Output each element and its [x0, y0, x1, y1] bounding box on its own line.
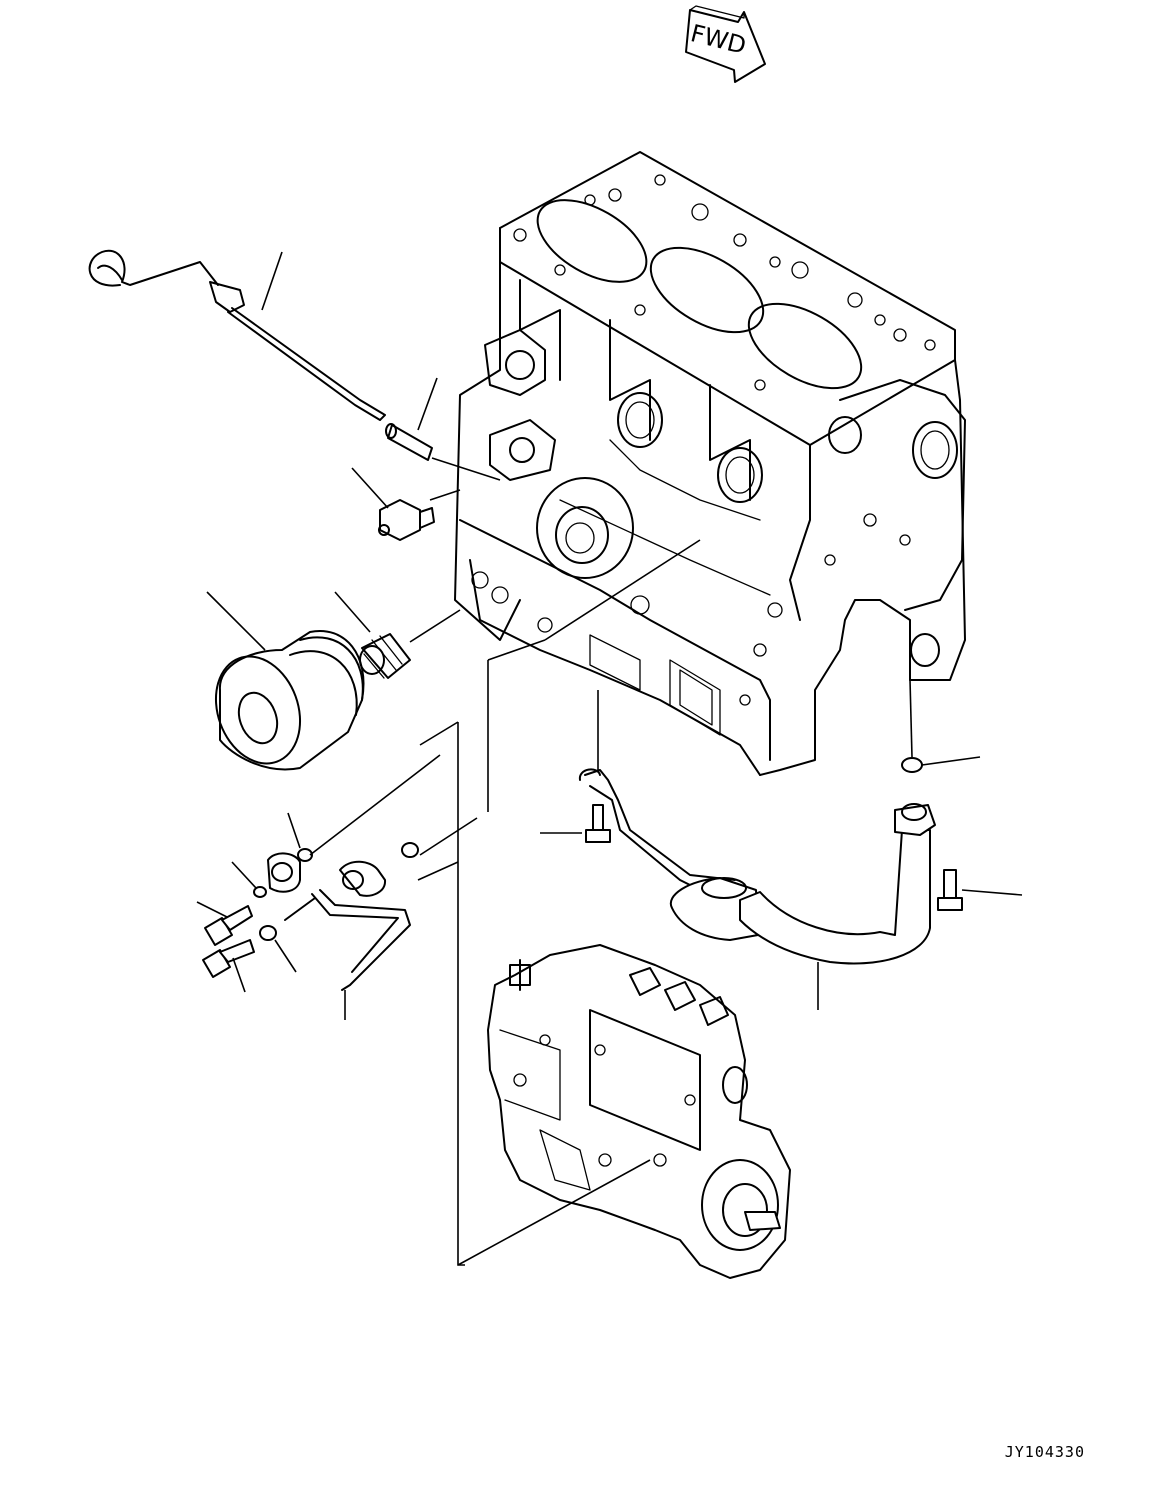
cylinder-block — [454, 151, 966, 776]
oil-pressure-switch — [378, 499, 435, 541]
dipstick — [88, 249, 386, 421]
lube-tube — [267, 852, 411, 991]
gasket-washer — [253, 842, 419, 941]
flange-bolt-left — [585, 804, 611, 843]
filter-connector — [359, 633, 411, 679]
fuel-injection-pump — [487, 944, 791, 1279]
leader-lines — [196, 251, 1023, 1266]
o-ring — [901, 757, 923, 773]
oil-filter — [214, 629, 365, 771]
dipstick-guide — [385, 423, 433, 461]
flange-bolt-right — [937, 869, 963, 911]
fwd-arrow: FWD — [685, 5, 766, 83]
eye-bolt-lower — [202, 939, 255, 978]
eye-bolt-upper — [204, 905, 253, 946]
oil-strainer — [578, 768, 936, 965]
drawing-code: JY104330 — [1004, 1443, 1085, 1461]
